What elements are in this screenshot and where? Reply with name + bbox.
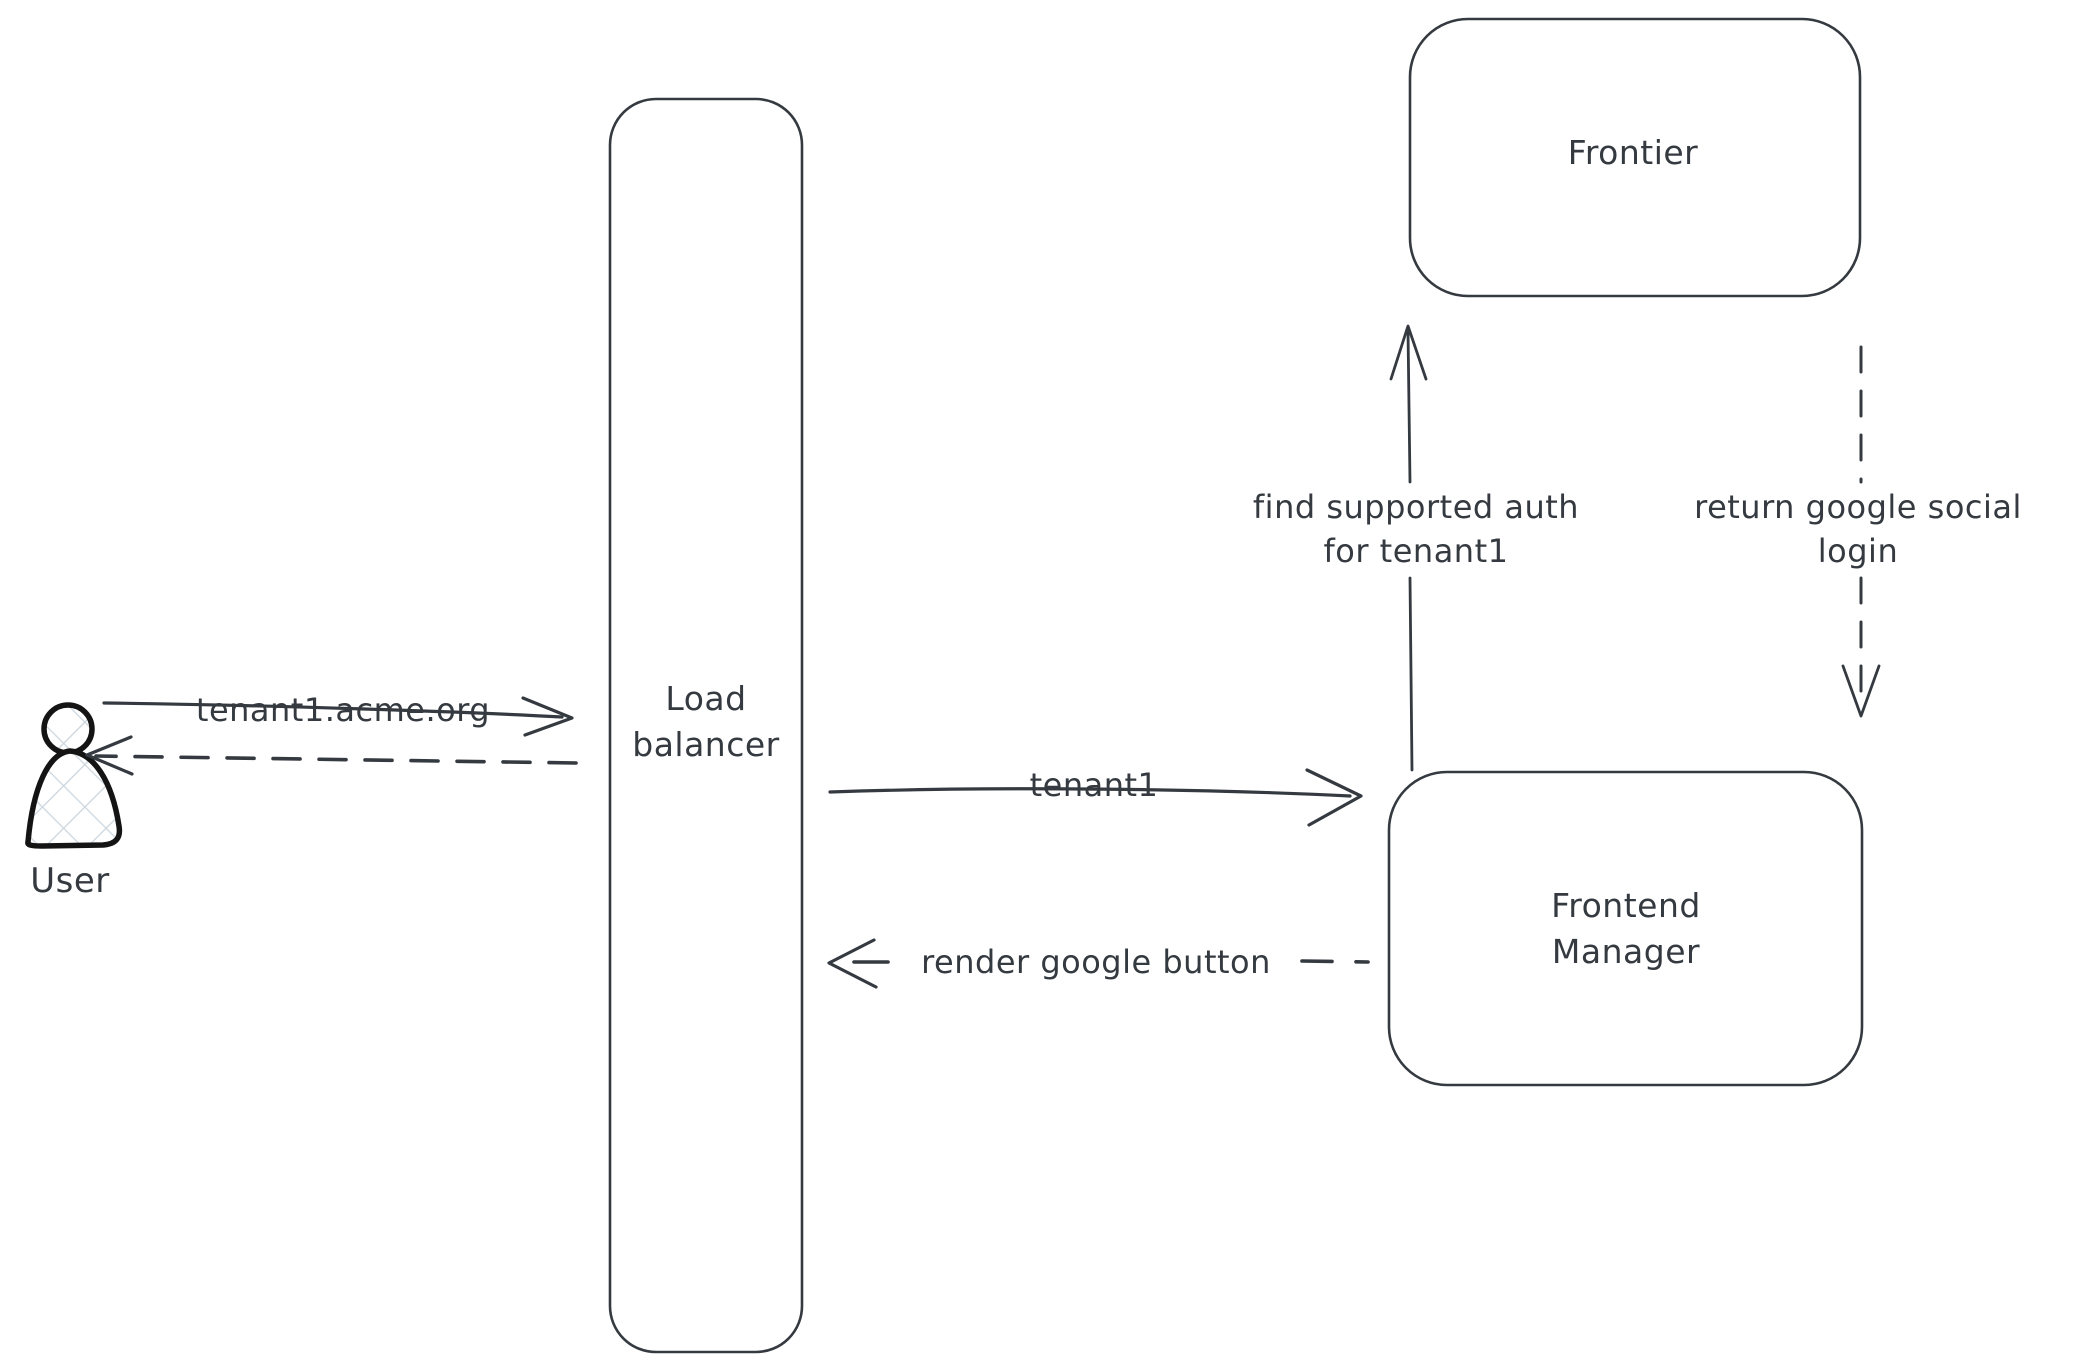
- edge-label-return-google-social-login-line2: login: [1817, 532, 1899, 570]
- user-icon: [25, 702, 123, 849]
- edge-label-find-supported-auth: find supported auth for tenant1: [1253, 485, 1579, 573]
- arrow-lb-to-fm: [828, 768, 1363, 827]
- arrow-lb-to-user-dashed: [85, 735, 578, 776]
- arrow-line: [828, 787, 1352, 798]
- arrow-line-lower: [1408, 576, 1414, 772]
- arrow-fm-to-lb-dashed: [827, 938, 1370, 989]
- load-balancer-label: Load balancer: [632, 676, 780, 768]
- load-balancer-box: [608, 97, 804, 1354]
- load-balancer-label-line2: balancer: [632, 725, 780, 764]
- edge-label-render-google-button: render google button: [921, 943, 1271, 981]
- arrow-dash-right: [1300, 959, 1370, 964]
- arrow-line: [94, 754, 578, 765]
- edge-label-return-google-social-login-line1: return google social: [1694, 488, 2022, 526]
- user-head: [41, 702, 95, 756]
- frontend-manager-label-line2: Manager: [1551, 932, 1701, 971]
- arrow-frontier-to-fm-dashed: [1841, 345, 1881, 718]
- arrow-line-upper: [1406, 329, 1412, 484]
- frontier-label: Frontier: [1567, 133, 1699, 172]
- frontend-manager-label-line1: Frontend: [1551, 886, 1701, 925]
- arrow-head: [1305, 768, 1363, 827]
- edge-label-find-supported-auth-line2: for tenant1: [1323, 532, 1509, 570]
- arrow-line: [102, 701, 564, 719]
- arrow-head: [85, 735, 134, 776]
- edge-label-find-supported-auth-line1: find supported auth: [1252, 488, 1580, 526]
- frontier-box: [1408, 17, 1862, 298]
- load-balancer-label-line1: Load: [665, 679, 747, 718]
- arrow-head: [1389, 324, 1428, 381]
- user-body: [25, 748, 123, 849]
- edge-label-tenant1-acme-org: tenant1.acme.org: [195, 691, 491, 729]
- edge-label-return-google-social-login: return google social login: [1694, 485, 2022, 573]
- edge-label-tenant1: tenant1: [1029, 766, 1159, 804]
- arrow-user-to-lb: [102, 696, 574, 737]
- frontend-manager-label: Frontend Manager: [1551, 883, 1701, 975]
- arrow-head: [827, 938, 878, 989]
- arrow-head: [1841, 664, 1881, 718]
- arrow-fm-to-frontier: [1389, 324, 1428, 772]
- user-label: User: [30, 861, 110, 901]
- arrow-head: [521, 696, 574, 737]
- frontend-manager-box: [1387, 770, 1864, 1087]
